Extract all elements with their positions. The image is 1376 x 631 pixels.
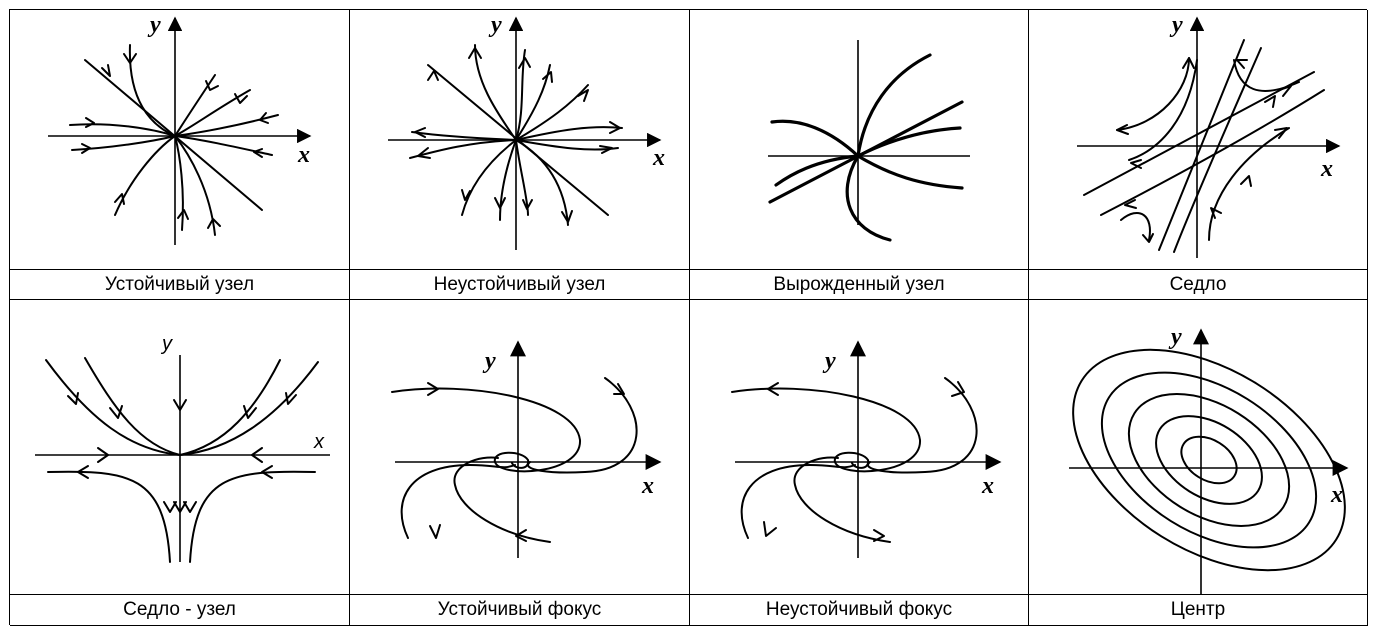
direction-arrows	[67, 392, 297, 513]
direction-arrows	[81, 53, 269, 229]
caption-unstable-node: Неустойчивый узел	[350, 270, 690, 300]
x-axis-label: x	[313, 431, 325, 453]
y-axis-label: y	[488, 12, 502, 38]
unstable-node-plot: x y	[388, 12, 665, 250]
direction-arrows	[763, 381, 965, 542]
caption-unstable-focus: Неустойчивый фокус	[690, 595, 1029, 626]
diagram-stable-focus: x y	[350, 300, 690, 595]
y-axis-label: y	[160, 333, 173, 355]
y-axis-label: y	[1168, 324, 1182, 350]
saddle-node-plot: x y	[35, 333, 330, 563]
diagram-degenerate-node	[690, 10, 1029, 270]
y-axis-label: y	[147, 12, 161, 38]
trajectories	[768, 53, 964, 242]
diagram-unstable-focus: x y	[690, 300, 1029, 595]
x-axis-label: x	[652, 145, 665, 171]
caption-degenerate-node: Вырожденный узел	[690, 270, 1029, 300]
unstable-focus-plot: x y	[731, 340, 1002, 558]
diagram-saddle: x y	[1029, 10, 1368, 270]
direction-arrows	[427, 382, 625, 542]
x-axis-label: x	[981, 473, 994, 499]
caption-stable-node: Устойчивый узел	[10, 270, 350, 300]
diagram-unstable-node: x y	[350, 10, 690, 270]
caption-saddle: Седло	[1029, 270, 1368, 300]
diagram-stable-node: x y	[10, 10, 350, 270]
stable-focus-plot: x y	[391, 340, 662, 558]
stable-node-plot: x y	[48, 12, 312, 245]
trajectories	[731, 377, 978, 543]
trajectories	[45, 357, 319, 563]
y-axis-label: y	[1169, 12, 1183, 38]
y-axis-label: y	[482, 348, 496, 374]
x-axis-label: x	[1320, 156, 1333, 182]
caption-center: Центр	[1029, 595, 1368, 626]
x-axis-label: x	[641, 473, 654, 499]
saddle-plot: x y	[1077, 12, 1341, 258]
phase-portrait-table: x y	[9, 9, 1368, 626]
caption-stable-focus: Устойчивый фокус	[350, 595, 690, 626]
center-plot: x y	[1069, 324, 1349, 594]
y-axis-label: y	[822, 348, 836, 374]
closed-orbits	[1072, 348, 1346, 572]
trajectories	[1083, 39, 1325, 253]
trajectories	[391, 377, 638, 543]
direction-arrows	[1116, 57, 1292, 243]
trajectories	[69, 44, 279, 236]
diagram-saddle-node: x y	[10, 300, 350, 595]
diagram-center: x y	[1029, 300, 1368, 595]
degenerate-node-plot	[768, 40, 970, 242]
x-axis-label: x	[297, 142, 310, 168]
x-axis-label: x	[1330, 482, 1343, 508]
caption-saddle-node: Седло - узел	[10, 595, 350, 626]
direction-arrows	[414, 47, 621, 223]
